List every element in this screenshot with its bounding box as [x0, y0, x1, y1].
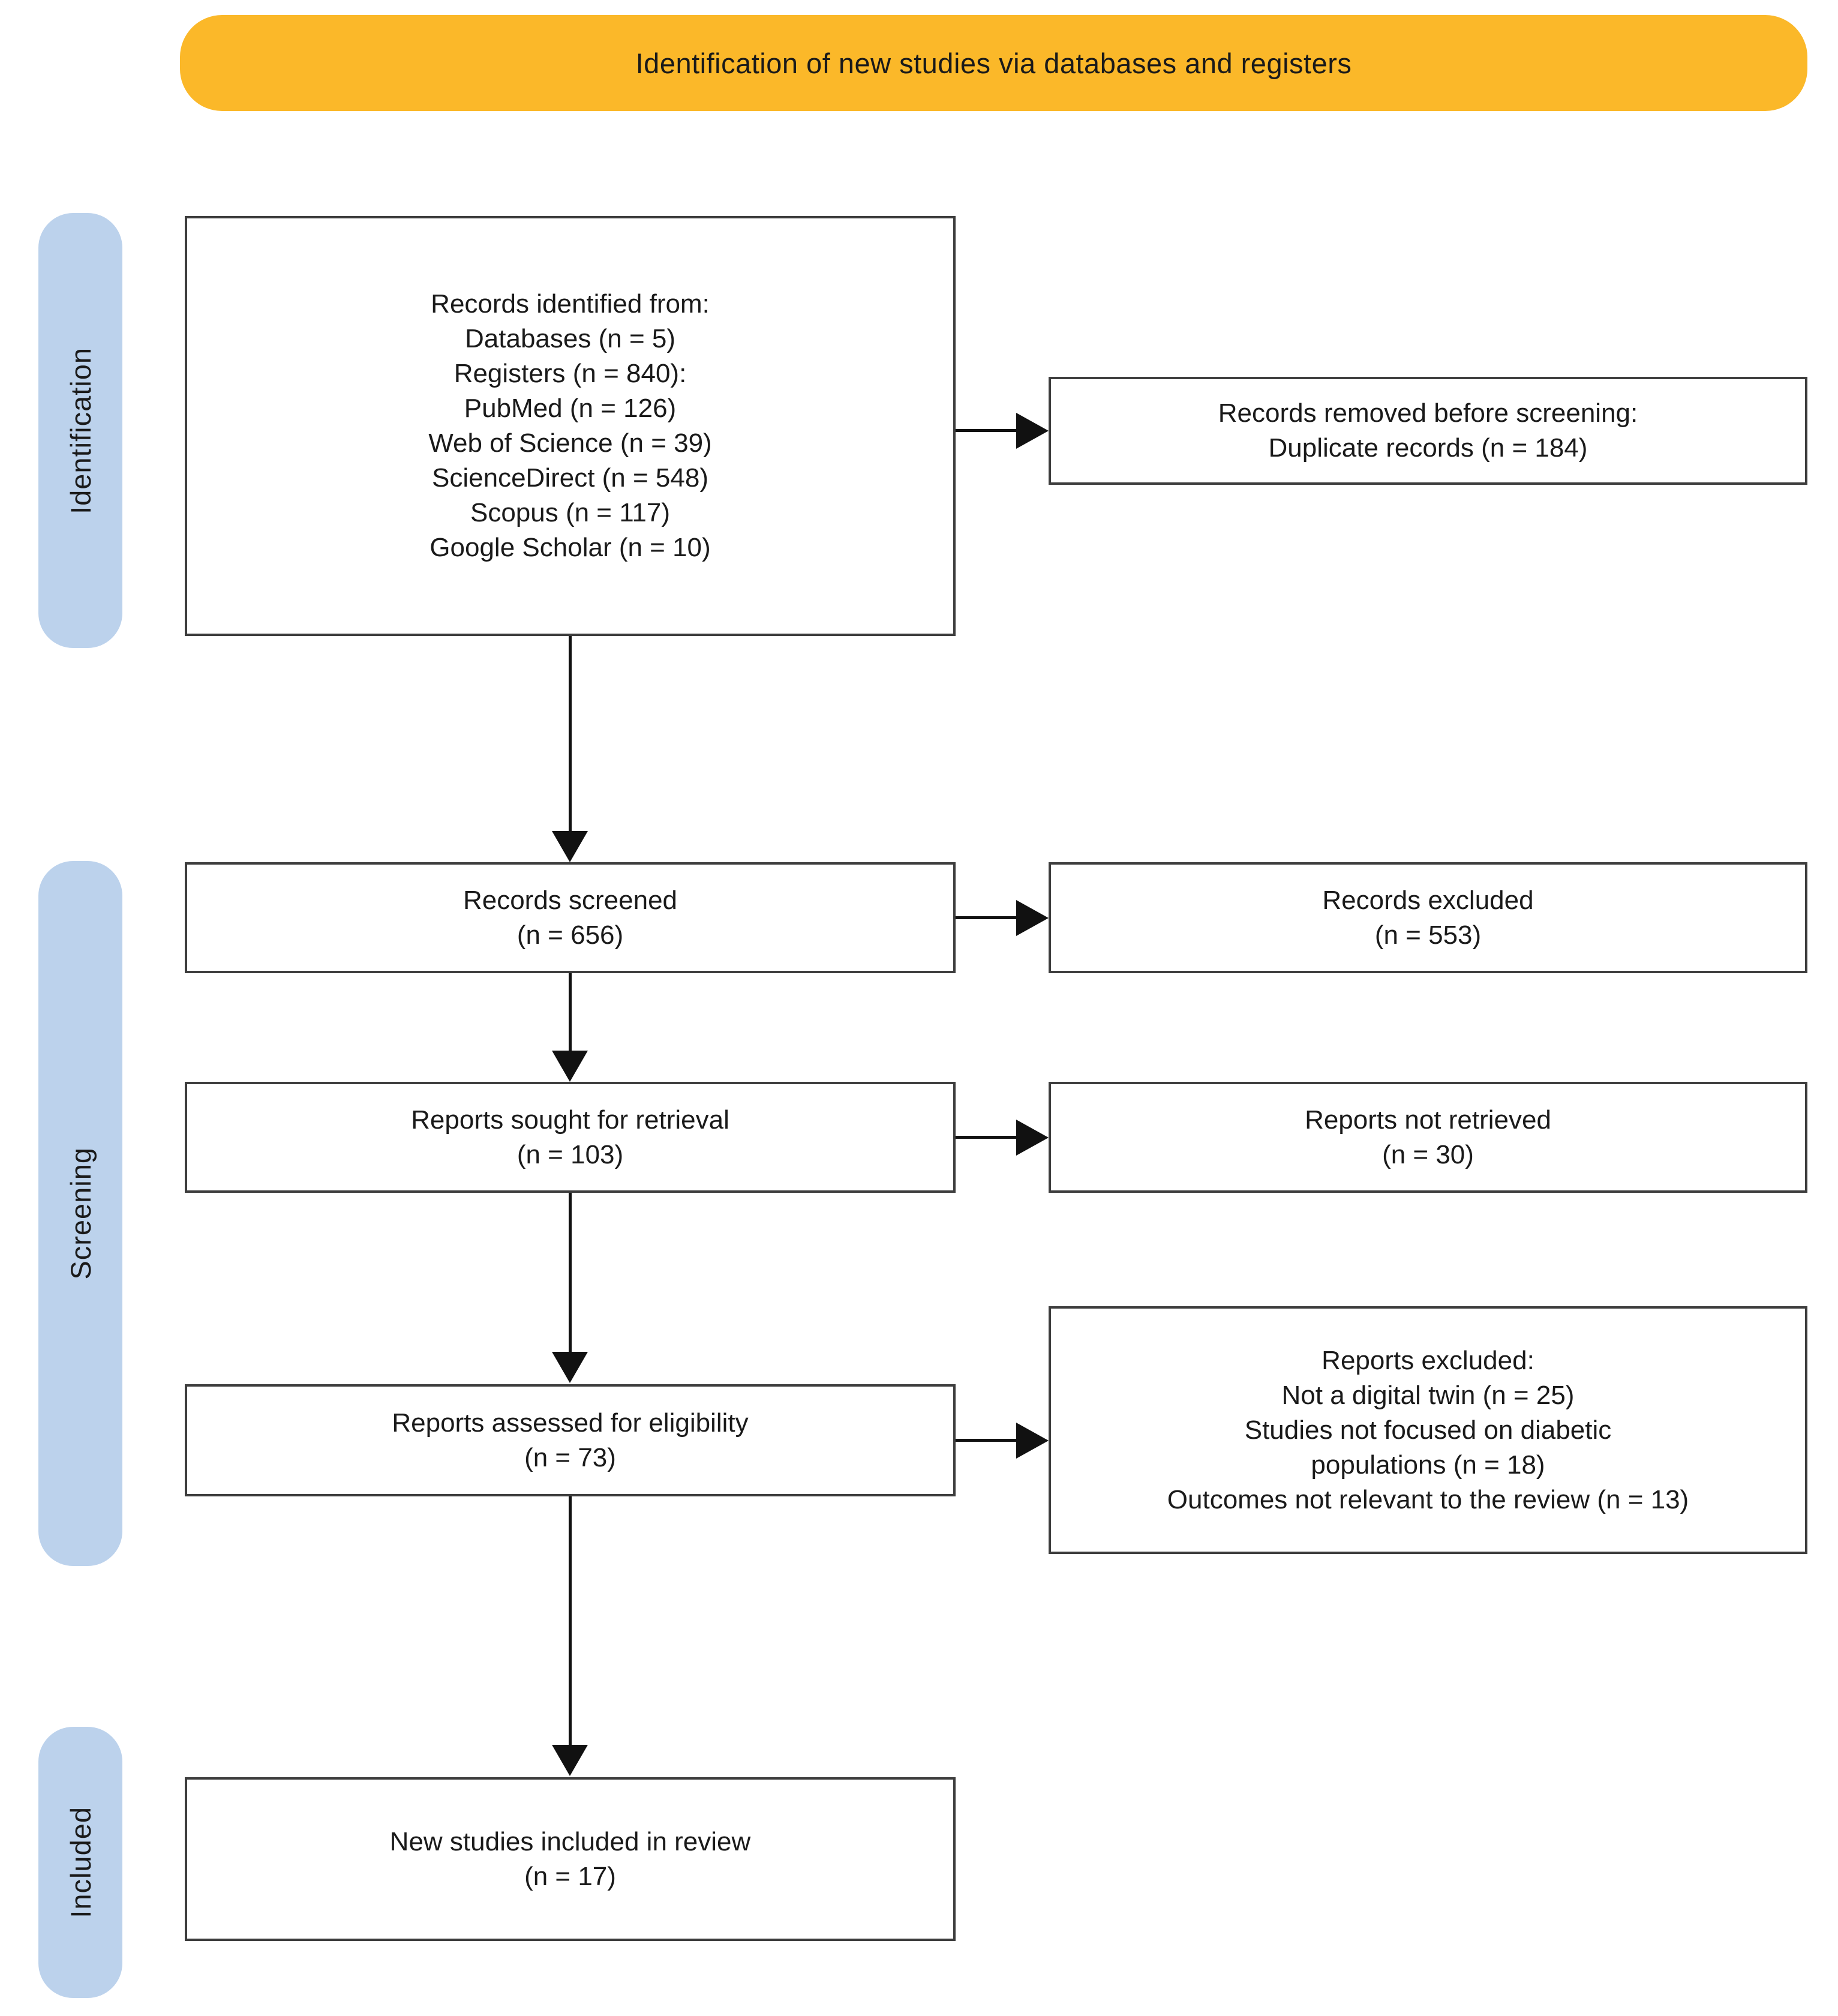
box-line: populations (n = 18) [1311, 1450, 1545, 1480]
box-reports-sought: Reports sought for retrieval (n = 103) [185, 1082, 956, 1193]
box-line: Studies not focused on diabetic [1244, 1415, 1612, 1445]
box-line: ScienceDirect (n = 548) [432, 463, 708, 493]
box-line: Reports assessed for eligibility [392, 1408, 749, 1438]
box-line: (n = 17) [524, 1861, 616, 1891]
box-line: (n = 103) [516, 1139, 624, 1169]
arrow-assessed-to-excluded-head [1016, 1423, 1049, 1459]
box-line: Google Scholar (n = 10) [430, 533, 711, 562]
arrow-sought-to-notretrieved-head [1016, 1120, 1049, 1156]
stage-included-label: Included [64, 1807, 97, 1918]
stage-identification: Identification [38, 213, 122, 648]
box-reports-assessed: Reports assessed for eligibility (n = 73… [185, 1384, 956, 1496]
arrow-screened-to-sought-line [569, 973, 572, 1052]
box-line: Outcomes not relevant to the review (n =… [1167, 1484, 1689, 1514]
arrow-screened-to-excluded-head [1016, 900, 1049, 936]
box-line: Records screened [462, 885, 678, 915]
banner-label: Identification of new studies via databa… [635, 47, 1352, 79]
arrow-screened-to-excluded-line [956, 916, 1017, 919]
arrow-sought-to-assessed-head [552, 1352, 588, 1383]
box-line: New studies included in review [389, 1826, 751, 1856]
box-line: Reports excluded: [1322, 1345, 1534, 1375]
arrow-identified-to-removed-line [956, 429, 1017, 432]
box-records-screened: Records screened (n = 656) [185, 862, 956, 973]
box-line: Duplicate records (n = 184) [1268, 433, 1588, 463]
box-line: Records removed before screening: [1218, 398, 1638, 428]
arrow-assessed-to-included-head [552, 1745, 588, 1776]
box-records-identified: Records identified from: Databases (n = … [185, 216, 956, 636]
box-line: Scopus (n = 117) [470, 498, 671, 527]
box-reports-excluded: Reports excluded: Not a digital twin (n … [1049, 1306, 1807, 1554]
box-line: Web of Science (n = 39) [428, 428, 712, 458]
box-records-excluded: Records excluded (n = 553) [1049, 862, 1807, 973]
box-line: (n = 656) [516, 920, 624, 950]
banner: Identification of new studies via databa… [180, 15, 1807, 111]
box-records-removed: Records removed before screening: Duplic… [1049, 377, 1807, 485]
box-line: Reports sought for retrieval [411, 1105, 729, 1135]
arrow-identified-to-removed-head [1016, 413, 1049, 449]
arrow-identified-to-screened-head [552, 831, 588, 862]
arrow-sought-to-notretrieved-line [956, 1136, 1017, 1139]
box-reports-not-retrieved: Reports not retrieved (n = 30) [1049, 1082, 1807, 1193]
arrow-assessed-to-excluded-line [956, 1439, 1017, 1442]
arrow-sought-to-assessed-line [569, 1193, 572, 1353]
box-line: (n = 30) [1382, 1139, 1474, 1169]
box-line: (n = 553) [1374, 920, 1482, 950]
box-line: Records excluded [1322, 885, 1534, 915]
stage-identification-label: Identification [64, 347, 97, 514]
box-line: PubMed (n = 126) [464, 394, 677, 423]
box-line: Reports not retrieved [1305, 1105, 1551, 1135]
box-line: Registers (n = 840): [454, 359, 687, 388]
arrow-identified-to-screened-line [569, 636, 572, 832]
box-line: Not a digital twin (n = 25) [1281, 1380, 1575, 1410]
box-line: Records identified from: [431, 289, 710, 319]
box-new-studies-included: New studies included in review (n = 17) [185, 1777, 956, 1941]
stage-screening: Screening [38, 861, 122, 1566]
box-line: (n = 73) [524, 1442, 616, 1472]
box-line: Databases (n = 5) [465, 324, 675, 353]
stage-screening-label: Screening [64, 1147, 97, 1280]
arrow-screened-to-sought-head [552, 1051, 588, 1082]
stage-included: Included [38, 1727, 122, 1998]
arrow-assessed-to-included-line [569, 1496, 572, 1746]
